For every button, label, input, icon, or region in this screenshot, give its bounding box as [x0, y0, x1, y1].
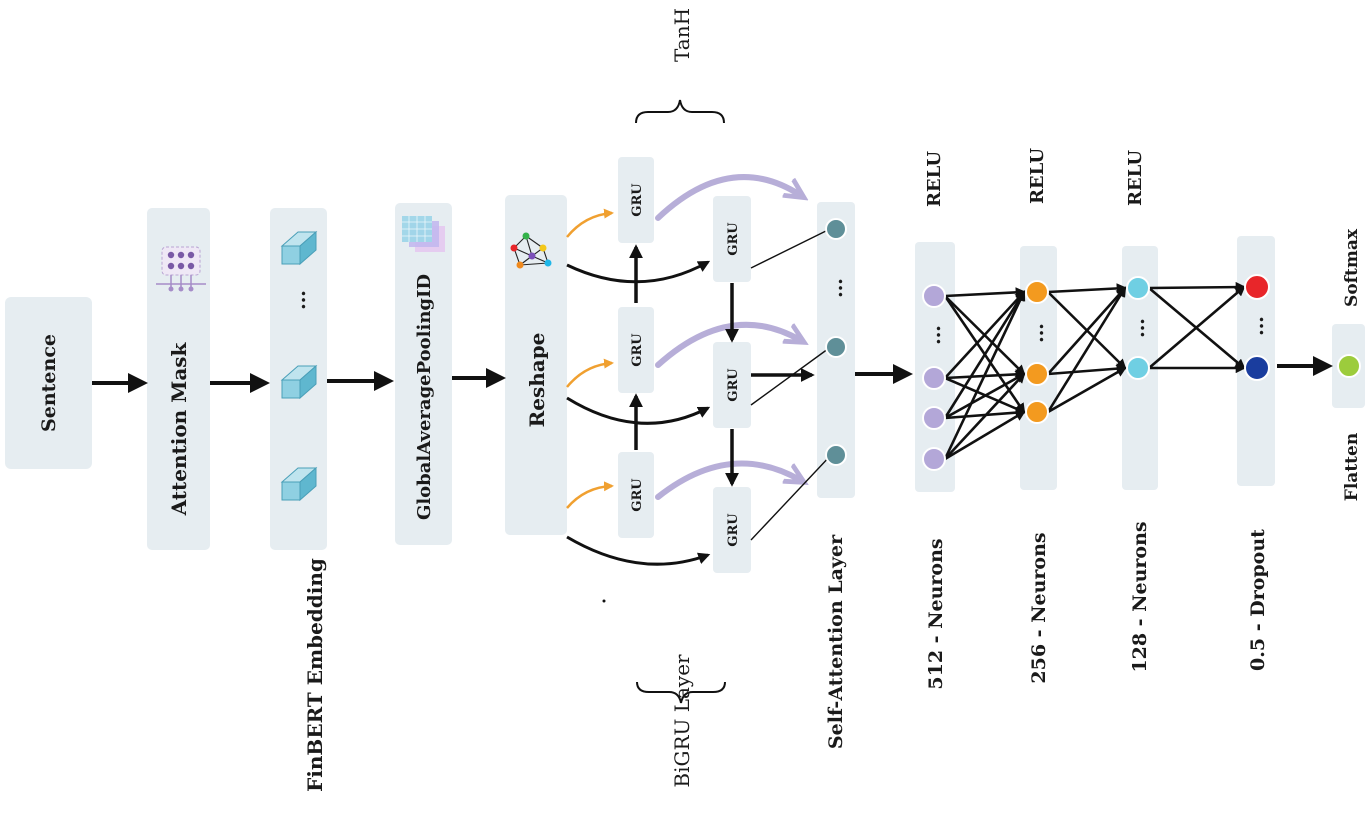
neurons-dropout: [1244, 274, 1270, 381]
neuron-512-1: [922, 284, 946, 308]
embedding-cube-icon-2: [280, 364, 318, 400]
bigru-layer-label: BiGRU Layer: [670, 654, 694, 788]
ellipsis-256: ...: [1026, 323, 1048, 343]
neuron-512-4: [922, 447, 946, 471]
neurons-128-label: 128 - Neurons: [1129, 521, 1151, 672]
dense-edge: [944, 290, 1026, 379]
attention-mask-icon: [156, 246, 206, 292]
sentence-label: Sentence: [38, 334, 60, 432]
gru-box-backward-3: [713, 487, 751, 573]
dropout-label: 0.5 - Dropout: [1247, 529, 1269, 671]
reshape-network-icon: [510, 232, 552, 269]
pooling-label: GlobalAveragePoolingID: [414, 274, 435, 520]
gru-box-forward-3: [618, 452, 654, 538]
attention-mask-label: Attention Mask: [167, 341, 191, 516]
neuron-256-1: [1025, 280, 1049, 304]
dense-edge: [944, 372, 1026, 460]
relu-label-3: RELU: [1125, 150, 1146, 206]
orange-input-arrows: [566, 208, 614, 509]
pooling-box: [395, 203, 452, 545]
dense-edge: [1148, 285, 1246, 369]
neuron-128-1: [1126, 276, 1150, 300]
ellipsis-128: ...: [1127, 318, 1149, 338]
neuron-512-2: [922, 366, 946, 390]
flow-arrows: [92, 356, 1333, 393]
attention-neuron-1: [825, 218, 847, 240]
softmax-label: Softmax: [1342, 228, 1362, 307]
finbert-embedding-label: FinBERT Embedding: [303, 558, 327, 792]
gru-chain-arrows: [629, 244, 739, 487]
stray-dot: [602, 599, 606, 603]
attention-neuron-2: [825, 336, 847, 358]
gru-box-backward-2: [713, 342, 751, 428]
tanh-brace: [635, 99, 725, 124]
gru-label-b2: GRU: [726, 368, 741, 402]
neurons-256-label: 256 - Neurons: [1028, 532, 1050, 683]
neuron-dropout-red: [1244, 274, 1270, 300]
self-attention-label: Self-Attention Layer: [825, 534, 847, 749]
neuron-128-2: [1126, 356, 1150, 380]
neurons-256: [1025, 280, 1049, 424]
relu-label-1: RELU: [924, 151, 945, 207]
gru-label-f2: GRU: [630, 333, 645, 367]
attention-mask-box: [147, 208, 210, 550]
neuron-256-2: [1025, 362, 1049, 386]
dense-edge: [1046, 286, 1127, 413]
bigru-brace: [636, 681, 726, 704]
gru-to-attention-lines: [750, 227, 833, 541]
ellipsis-finbert: ...: [288, 290, 310, 310]
dense-edge: [943, 290, 1026, 419]
attention-neuron-3: [825, 444, 847, 466]
neuron-512-3: [922, 406, 946, 430]
neurons-512: [922, 284, 946, 471]
gru-box-forward-2: [618, 307, 654, 393]
black-input-curves: [566, 260, 711, 566]
dense-edge: [944, 287, 1027, 298]
embedding-cube-icon-3: [280, 466, 318, 502]
dense-edge: [1148, 281, 1247, 293]
flatten-label: Flatten: [1342, 433, 1362, 501]
gru-label-f3: GRU: [630, 478, 645, 512]
ellipsis-dropout: ...: [1246, 316, 1268, 336]
gru-label-b3: GRU: [726, 513, 741, 547]
neuron-dropout-blue: [1244, 355, 1270, 381]
dense-edge: [1047, 283, 1128, 294]
neurons-512-label: 512 - Neurons: [925, 538, 947, 689]
reshape-box: [505, 195, 567, 535]
gru-label-b1: GRU: [726, 222, 741, 256]
pooling-grid-icon: [402, 216, 445, 252]
relu-label-2: RELU: [1027, 148, 1048, 204]
attention-neurons: [825, 218, 847, 466]
gru-box-forward-1: [618, 157, 654, 243]
lavender-forward-arrows: [655, 174, 800, 500]
ellipsis-attention: ...: [825, 278, 847, 298]
neuron-256-3: [1025, 400, 1049, 424]
ellipsis-512: ...: [923, 325, 945, 345]
neuron-final: [1337, 354, 1361, 378]
sentence-box: [5, 297, 92, 469]
neurons-128: [1126, 276, 1150, 380]
embedding-cube-icon-1: [280, 230, 318, 266]
gru-box-backward-1: [713, 196, 751, 282]
dense-edge: [1047, 366, 1127, 414]
dense-edge: [1047, 363, 1128, 376]
reshape-label: Reshape: [525, 333, 549, 428]
dense-edge: [944, 372, 1026, 420]
dense-edge: [943, 290, 1026, 460]
dense-connections: [943, 281, 1247, 461]
dense-edge: [1047, 286, 1127, 375]
dense-edge: [944, 410, 1026, 461]
tanh-label: TanH: [670, 8, 694, 62]
gru-label-f1: GRU: [630, 183, 645, 217]
